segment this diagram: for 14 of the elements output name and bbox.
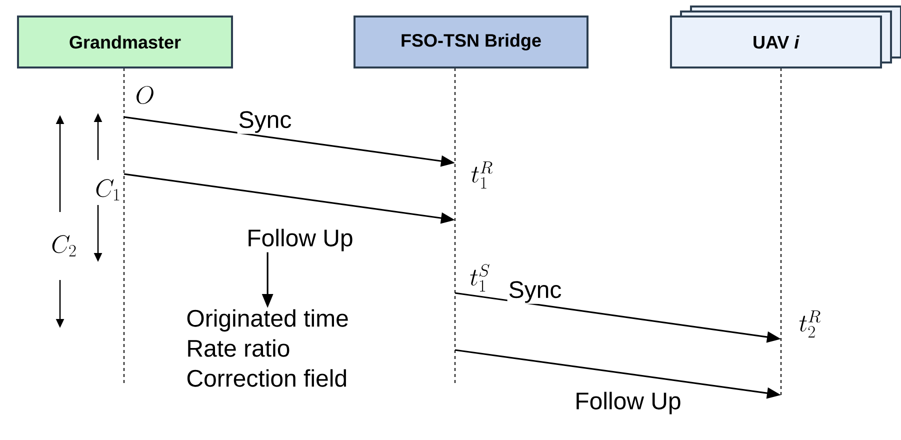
message-label: Sync bbox=[507, 280, 563, 304]
timestamp-label: $t_1^S$ bbox=[470, 264, 490, 292]
participant-box: UAV i bbox=[670, 6, 901, 68]
timestamp-label: $t_2^R$ bbox=[799, 310, 820, 338]
timestamp-label: $O$ bbox=[136, 86, 154, 104]
message-label: Follow Up bbox=[246, 228, 354, 252]
timestamp-label: $C_1$ bbox=[96, 179, 120, 200]
message-label: Sync bbox=[237, 110, 293, 134]
participant-box: Grandmaster bbox=[17, 16, 233, 68]
participant-box: FSO-TSN Bridge bbox=[354, 16, 588, 68]
timestamp-label: $t_1^R$ bbox=[471, 162, 492, 188]
message-label: Follow Up bbox=[574, 390, 682, 416]
field-list: Originated time Rate ratio Correction field bbox=[187, 309, 348, 387]
timestamp-label: $C_2$ bbox=[52, 235, 76, 256]
